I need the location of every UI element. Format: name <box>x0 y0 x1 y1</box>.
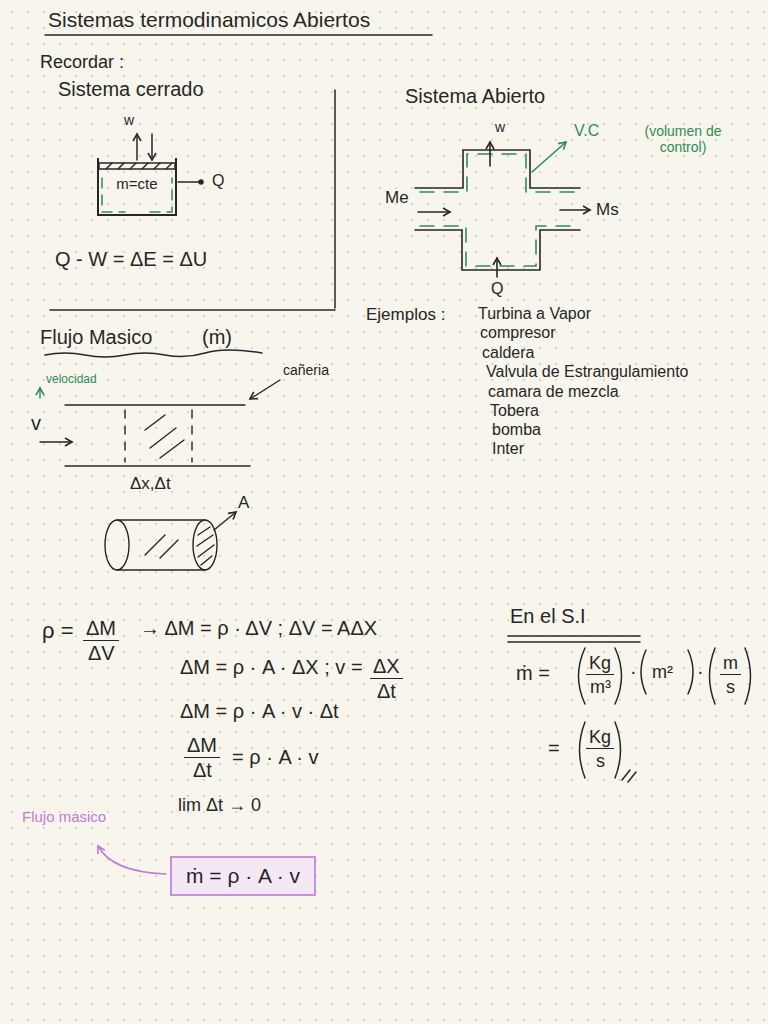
note-text: Q - W = ΔE = ΔU <box>55 248 207 271</box>
note-text: = ρ · A · v <box>232 746 318 769</box>
cylinder-vessel: m=cte <box>97 158 177 216</box>
note-text: lim Δt → 0 <box>178 795 261 816</box>
note-text: Sistema Abierto <box>405 85 545 108</box>
fraction-numerator: m <box>720 652 741 675</box>
note-text: Q <box>212 172 224 190</box>
callout-arrow <box>98 846 166 874</box>
result-box: ṁ = ρ · A · v <box>170 856 316 896</box>
note-text: Flujo masico <box>22 808 106 825</box>
note-text: velocidad <box>46 373 97 387</box>
note-text: En el S.I <box>510 605 586 628</box>
note-text: w <box>124 112 134 128</box>
note-text: V.C <box>574 122 599 140</box>
note-text: Δx,Δt <box>130 474 171 494</box>
note-text: · <box>630 660 637 683</box>
note-text: Q <box>491 280 503 298</box>
note-text: m² <box>652 662 673 683</box>
note-text: v <box>31 412 41 435</box>
note-text: Δt <box>193 759 212 782</box>
note-text: ΔM = ρ · A · v · Δt <box>180 700 339 723</box>
fraction-numerator: ΔX <box>370 654 403 679</box>
note-text: Flujo Masico <box>40 326 152 349</box>
note-text: (volumen de control) <box>622 123 744 155</box>
note-text: Ejemplos : <box>366 305 445 325</box>
note-text: · <box>697 660 704 683</box>
note-text: (ṁ) <box>202 326 232 349</box>
note-text: bomba <box>492 421 541 439</box>
note-text: Ms <box>596 200 619 220</box>
note-text: s <box>726 677 735 698</box>
note-text: ΔM = ρ · A · ΔX ; v = <box>180 656 363 679</box>
note-text: cañeria <box>283 362 329 378</box>
note-text: Recordar : <box>40 52 124 73</box>
page-title: Sistemas termodinamicos Abiertos <box>48 8 370 32</box>
fraction-numerator: Kg <box>586 726 614 749</box>
note-text: Inter <box>492 440 524 458</box>
note-text: ρ = <box>42 618 73 643</box>
fraction-numerator: ΔM <box>184 733 220 758</box>
note-text: Turbina a Vapor <box>478 305 591 323</box>
note-text: → ΔM = ρ · ΔV ; ΔV = AΔX <box>140 617 377 640</box>
open-system-sketch <box>415 142 590 277</box>
note-text: A <box>238 493 249 513</box>
note-text: = <box>548 737 560 760</box>
note-text: s <box>596 751 605 772</box>
note-text: m³ <box>590 677 611 698</box>
note-text: Me <box>385 188 409 208</box>
units-sketch <box>508 636 751 782</box>
pipe-sketch <box>40 380 280 570</box>
note-text: Valvula de Estrangulamiento <box>486 363 689 381</box>
note-text: w <box>495 119 505 135</box>
note-text: ΔV <box>88 642 115 665</box>
closed-system-sketch <box>99 134 203 212</box>
note-text: Sistema cerrado <box>58 78 204 101</box>
note-text: Δt <box>377 680 396 703</box>
note-text: caldera <box>482 344 534 362</box>
fraction-numerator: Kg <box>586 652 614 675</box>
note-text: compresor <box>480 324 556 342</box>
note-text: camara de mezcla <box>488 383 619 401</box>
note-text: Tobera <box>490 402 539 420</box>
node-text: m=cte <box>99 175 175 192</box>
note-text: ṁ = <box>516 662 550 685</box>
node-text: ṁ = ρ · A · v <box>186 864 300 888</box>
fraction-numerator: ΔM <box>83 616 119 641</box>
